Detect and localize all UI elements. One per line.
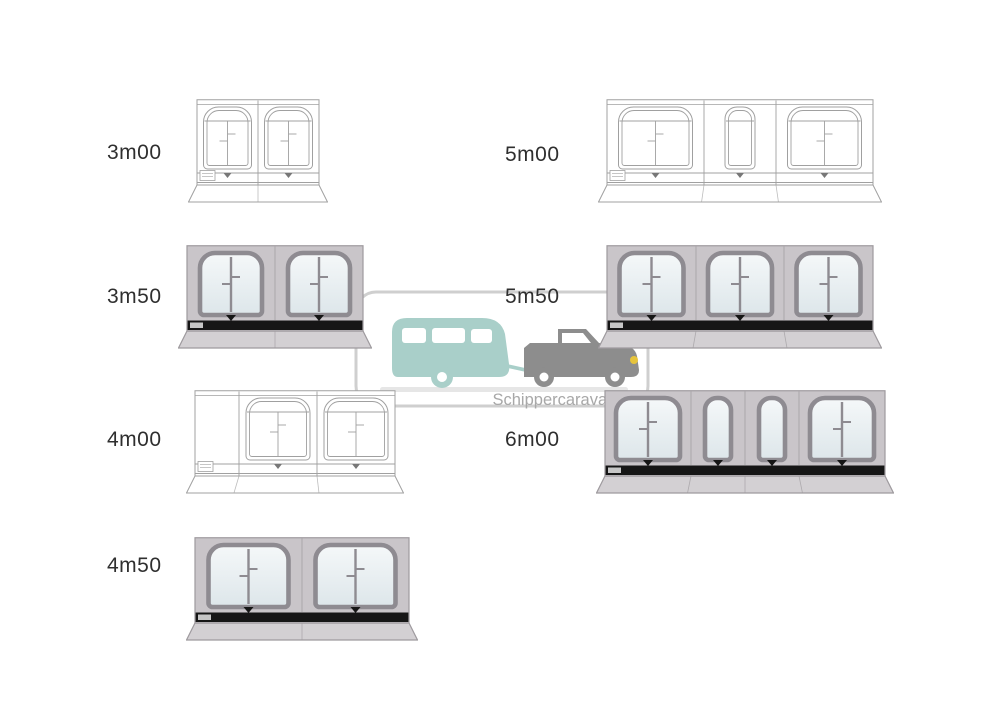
awning-drawing-3m00 (187, 99, 329, 204)
size-label-3m50: 3m50 (107, 285, 162, 308)
size-label-4m50: 4m50 (107, 554, 162, 577)
truck-icon (524, 329, 639, 387)
brand-watermark: Schippercaravans.nl (352, 288, 652, 413)
awning-drawing-6m00 (595, 390, 895, 495)
size-label-4m00: 4m00 (107, 428, 162, 451)
size-label-6m00: 6m00 (505, 428, 560, 451)
caravan-icon (392, 318, 534, 388)
size-label-5m00: 5m00 (505, 143, 560, 166)
size-label-5m50: 5m50 (505, 285, 560, 308)
ground-shadow (380, 387, 628, 392)
awning-drawing-4m00 (185, 390, 405, 495)
watermark-frame (354, 290, 650, 408)
awning-drawing-4m50 (185, 537, 419, 642)
size-label-3m00: 3m00 (107, 141, 162, 164)
awning-drawing-5m00 (597, 99, 883, 204)
headlight-dot (630, 356, 638, 364)
awning-drawing-3m50 (177, 245, 373, 350)
awning-drawing-5m50 (597, 245, 883, 350)
